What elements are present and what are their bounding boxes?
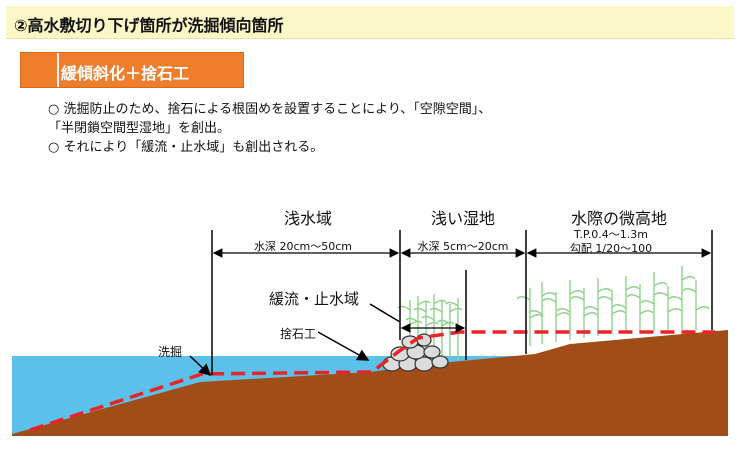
soil-ground bbox=[12, 330, 728, 436]
method-tag-label: 緩傾斜化＋捨石工 bbox=[61, 64, 190, 83]
zone-depth-shallow-water: 水深 20cm〜50cm bbox=[254, 240, 352, 253]
zone-title-shallow-wetland: 浅い湿地 bbox=[431, 209, 495, 228]
zone-slope-waterside-highland: 勾配 1/20〜100 bbox=[570, 242, 652, 255]
zone-depth-shallow-wetland: 水深 5cm〜20cm bbox=[417, 240, 508, 253]
zone-title-waterside-highland: 水際の微高地 bbox=[571, 209, 667, 228]
description-line: ○ それにより「緩流・止水域」も創出される。 bbox=[48, 140, 324, 155]
description-list: ○ 洗掘防止のため、捨石による根固めを設置することにより、「空隙空間」、 「半閉… bbox=[48, 100, 491, 157]
title-bar: ②高水敷切り下げ箇所が洗掘傾向箇所 bbox=[6, 6, 734, 39]
description-line: 「半閉鎖空間型湿地」を創出。 bbox=[48, 121, 231, 136]
riprap-stones bbox=[382, 333, 449, 372]
zone-depth-waterside-highland: T.P.0.4〜1.3m bbox=[573, 228, 648, 241]
zone-title-shallow-water: 浅水域 bbox=[284, 209, 332, 228]
tag-divider bbox=[57, 53, 59, 87]
page-title: ②高水敷切り下げ箇所が洗掘傾向箇所 bbox=[14, 16, 284, 35]
method-tag: 緩傾斜化＋捨石工 bbox=[20, 52, 244, 88]
scour-label: 洗掘 bbox=[158, 344, 182, 359]
description-line: ○ 洗掘防止のため、捨石による根固めを設置することにより、「空隙空間」、 bbox=[48, 102, 492, 117]
zone-dividers bbox=[211, 230, 713, 375]
leader-lines bbox=[189, 303, 401, 377]
calm-water-label: 緩流・止水域 bbox=[269, 290, 359, 308]
zone-arrows bbox=[212, 248, 712, 333]
riprap-label: 捨石工 bbox=[280, 326, 316, 341]
highland-reeds bbox=[516, 266, 710, 346]
